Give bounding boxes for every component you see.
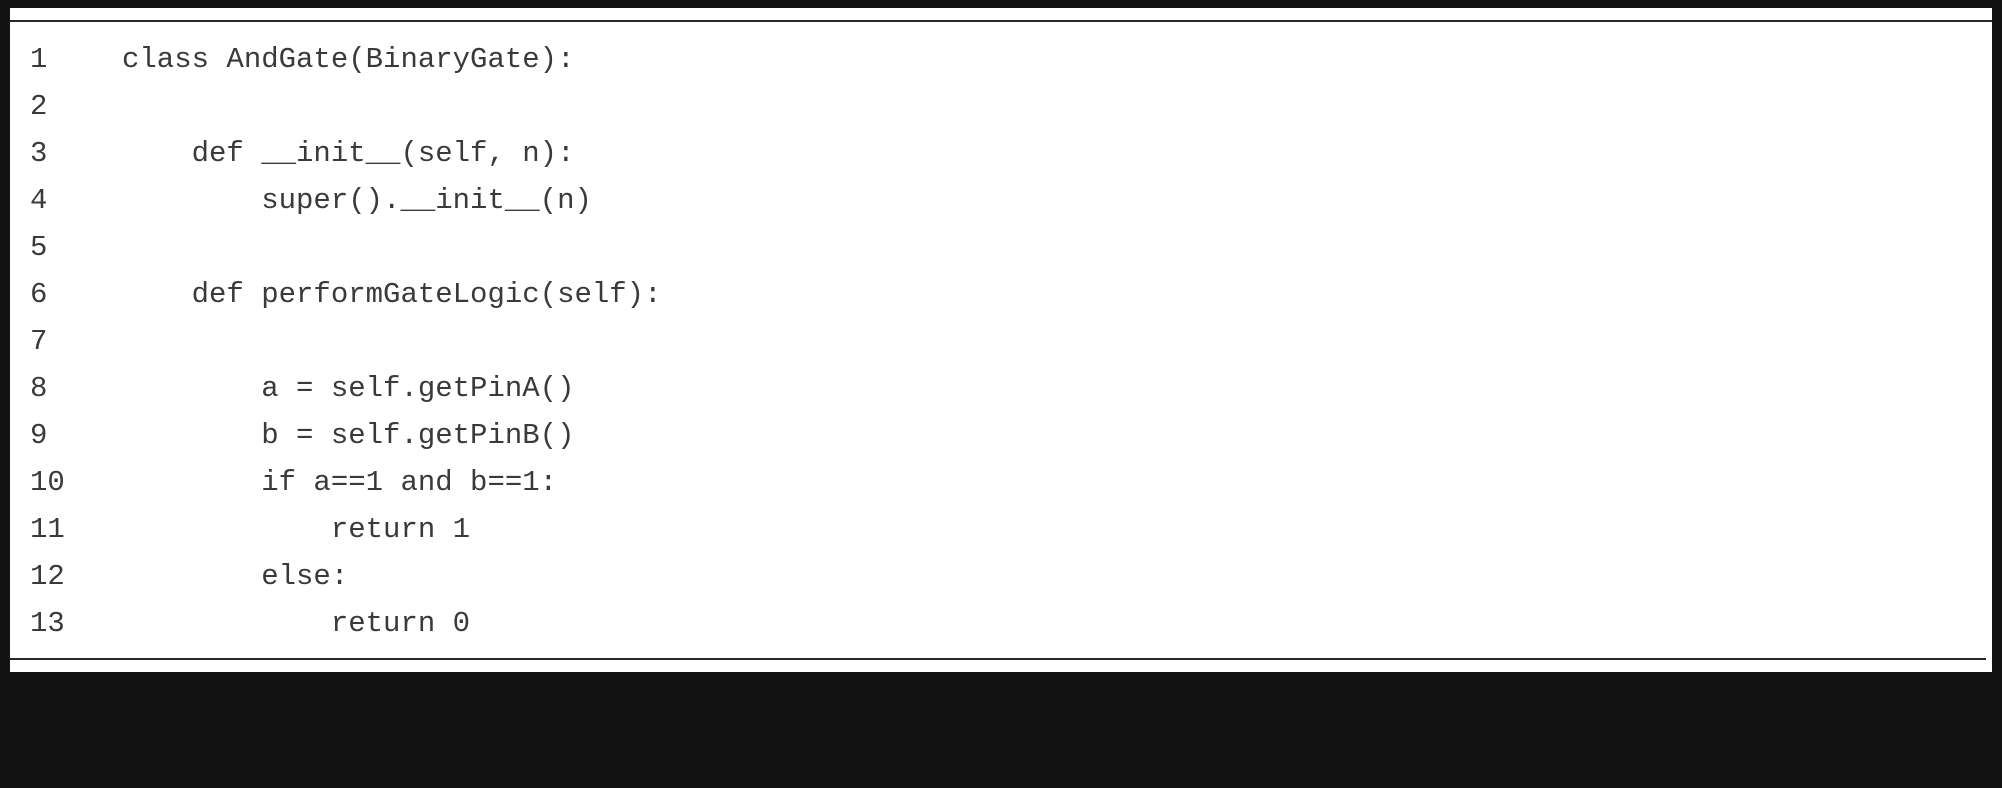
code-line: 4 super().__init__(n) [10, 177, 1992, 224]
line-code: if a==1 and b==1: [122, 466, 558, 499]
line-code: def __init__(self, n): [122, 137, 575, 170]
code-line: 3 def __init__(self, n): [10, 130, 1992, 177]
line-code: b = self.getPinB() [122, 419, 575, 452]
code-line: 2 [10, 83, 1992, 130]
code-line: 5 [10, 224, 1992, 271]
code-line: 9 b = self.getPinB() [10, 412, 1992, 459]
code-line: 10 if a==1 and b==1: [10, 459, 1992, 506]
code-line: 11 return 1 [10, 506, 1992, 553]
line-number: 5 [30, 231, 48, 264]
code-line: 7 [10, 318, 1992, 365]
code-listing-page: 1 class AndGate(BinaryGate): 2 3 def __i… [10, 8, 1992, 672]
code-line: 1 class AndGate(BinaryGate): [10, 36, 1992, 83]
line-number: 6 [30, 278, 48, 311]
line-number: 10 [30, 466, 65, 499]
line-number: 2 [30, 90, 48, 123]
line-number: 3 [30, 137, 48, 170]
top-rule [10, 20, 1992, 22]
line-number: 8 [30, 372, 48, 405]
line-number: 1 [30, 43, 48, 76]
line-number: 13 [30, 607, 65, 640]
line-code: super().__init__(n) [122, 184, 592, 217]
line-code: return 0 [122, 607, 471, 640]
line-number: 7 [30, 325, 48, 358]
line-number: 12 [30, 560, 65, 593]
line-code: return 1 [122, 513, 471, 546]
code-line: 12 else: [10, 553, 1992, 600]
line-code: class AndGate(BinaryGate): [122, 43, 575, 76]
code-line: 13 return 0 [10, 600, 1992, 647]
code-line: 6 def performGateLogic(self): [10, 271, 1992, 318]
line-number: 4 [30, 184, 48, 217]
line-code: def performGateLogic(self): [122, 278, 662, 311]
line-number: 11 [30, 513, 65, 546]
code-line: 8 a = self.getPinA() [10, 365, 1992, 412]
code-block: 1 class AndGate(BinaryGate): 2 3 def __i… [10, 36, 1992, 647]
line-number: 9 [30, 419, 48, 452]
bottom-rule [10, 658, 1986, 660]
line-code: a = self.getPinA() [122, 372, 575, 405]
line-code: else: [122, 560, 349, 593]
